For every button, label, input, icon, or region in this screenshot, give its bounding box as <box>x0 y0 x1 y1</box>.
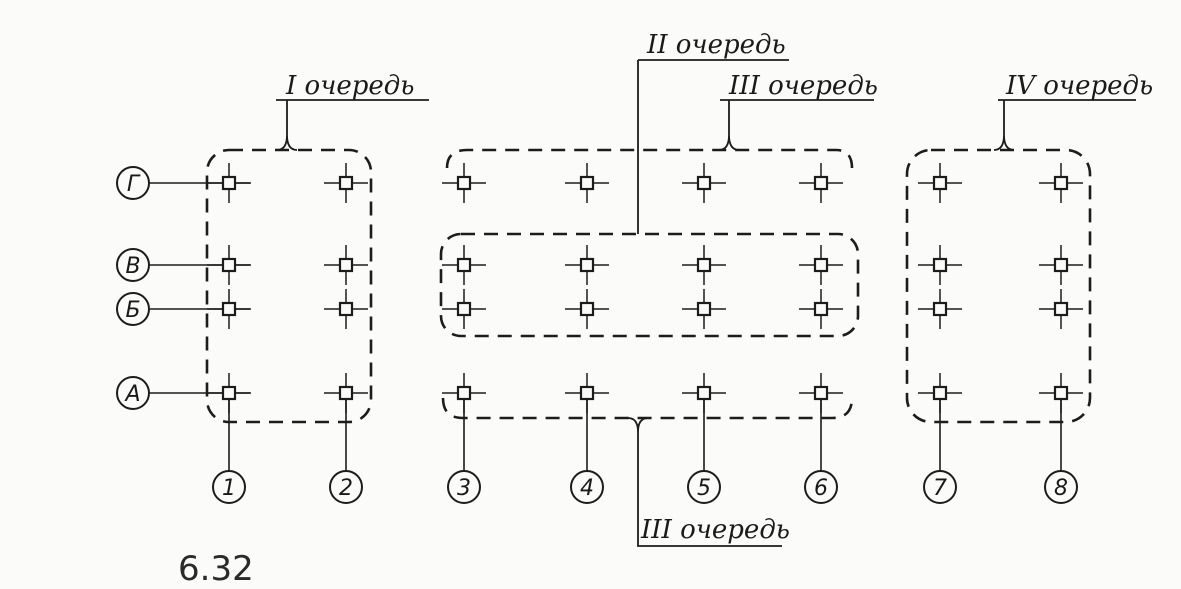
row-label-a: А <box>123 382 140 407</box>
column-grid-nodes <box>207 163 1083 413</box>
stage-ii-boundary <box>439 232 860 338</box>
row-axis-bubbles: Г В Б А <box>116 166 150 410</box>
column-node-g-2 <box>324 163 368 203</box>
column-node-b-5 <box>682 289 726 329</box>
callout-stage-i <box>276 99 429 151</box>
callout-stage-iii-bottom <box>627 417 782 547</box>
column-node-a-2 <box>324 373 368 413</box>
column-node-a-8 <box>1039 373 1083 413</box>
column-bubble-2: 2 <box>329 470 363 504</box>
column-bubble-5: 5 <box>687 470 721 504</box>
row-label-b: Б <box>125 298 140 323</box>
column-node-b-3 <box>442 289 486 329</box>
stage-labels: I очередь II очередь III очередь IV очер… <box>285 30 1153 545</box>
callout-stage-iv <box>993 99 1136 151</box>
stage-label-iv: IV очередь <box>1005 71 1153 101</box>
column-node-g-5 <box>682 163 726 203</box>
column-label-2: 2 <box>339 476 353 501</box>
column-label-5: 5 <box>697 476 711 501</box>
column-label-1: 1 <box>222 476 236 501</box>
column-node-a-1 <box>207 373 251 413</box>
row-label-g: Г <box>127 172 141 197</box>
stage-label-iii-top: III очередь <box>728 71 878 101</box>
column-node-v-7 <box>918 245 962 285</box>
column-bubble-3: 3 <box>447 470 481 504</box>
column-node-a-5 <box>682 373 726 413</box>
stage-i-boundary <box>205 148 373 424</box>
column-bubble-6: 6 <box>804 470 838 504</box>
column-node-a-7 <box>918 373 962 413</box>
column-label-8: 8 <box>1054 476 1068 501</box>
stage-iv-boundary <box>905 148 1092 424</box>
callout-stage-ii <box>637 59 789 234</box>
callout-stage-iii-top <box>718 99 874 151</box>
row-bubble-v: В <box>116 248 150 282</box>
column-axis-leaders <box>228 398 1062 471</box>
column-node-b-1 <box>207 289 251 329</box>
column-node-g-1 <box>207 163 251 203</box>
column-bubble-1: 1 <box>212 470 246 504</box>
stage-label-i: I очередь <box>285 71 414 101</box>
row-label-v: В <box>125 254 140 279</box>
column-node-g-3 <box>442 163 486 203</box>
column-node-b-2 <box>324 289 368 329</box>
column-label-3: 3 <box>457 476 471 501</box>
column-node-a-3 <box>442 373 486 413</box>
figure-number: 6.32 <box>178 549 254 589</box>
stage-iii-top-boundary <box>445 148 854 169</box>
column-node-v-3 <box>442 245 486 285</box>
column-node-b-8 <box>1039 289 1083 329</box>
column-node-v-1 <box>207 245 251 285</box>
row-axis-leaders <box>149 182 250 394</box>
row-bubble-g: Г <box>116 166 150 200</box>
stage-label-ii: II очередь <box>646 30 786 60</box>
column-label-7: 7 <box>933 476 947 501</box>
column-label-4: 4 <box>580 476 594 501</box>
column-bubble-8: 8 <box>1044 470 1078 504</box>
column-node-v-6 <box>799 245 843 285</box>
column-node-g-7 <box>918 163 962 203</box>
column-label-6: 6 <box>814 476 828 501</box>
column-node-b-4 <box>565 289 609 329</box>
column-node-b-6 <box>799 289 843 329</box>
column-node-v-8 <box>1039 245 1083 285</box>
column-node-v-5 <box>682 245 726 285</box>
stage-label-iii-bottom: III очередь <box>640 515 790 545</box>
column-node-v-2 <box>324 245 368 285</box>
row-bubble-a: А <box>116 376 150 410</box>
column-bubble-7: 7 <box>923 470 957 504</box>
stage-iii-bottom-boundary <box>441 397 854 420</box>
column-node-a-4 <box>565 373 609 413</box>
column-node-g-6 <box>799 163 843 203</box>
column-node-g-8 <box>1039 163 1083 203</box>
column-node-b-7 <box>918 289 962 329</box>
stage-callout-lines <box>276 59 1136 547</box>
column-node-a-6 <box>799 373 843 413</box>
column-node-v-4 <box>565 245 609 285</box>
column-bubble-4: 4 <box>570 470 604 504</box>
row-bubble-b: Б <box>116 292 150 326</box>
column-node-g-4 <box>565 163 609 203</box>
column-axis-bubbles: 1 2 3 4 5 6 7 8 <box>212 470 1078 504</box>
stage-boundaries <box>205 148 1092 424</box>
